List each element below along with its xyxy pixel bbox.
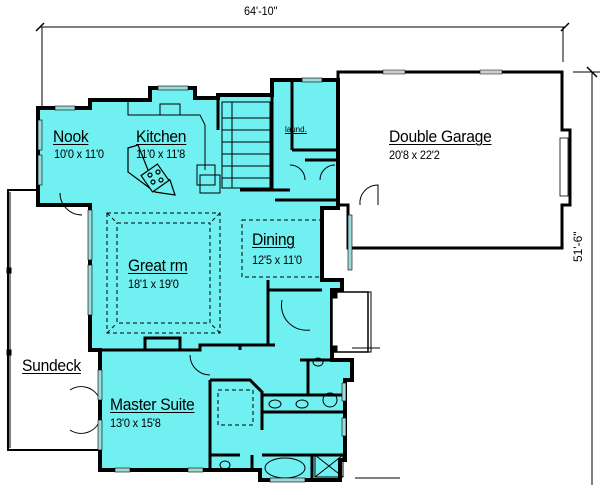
room-name-kitchen: Kitchen (136, 127, 187, 146)
room-name-double-garage: Double Garage (389, 127, 492, 146)
room-size-master-suite: 13'0 x 15'8 (110, 416, 161, 430)
windows (37, 77, 353, 483)
width-dimension: 64'-10" (244, 4, 278, 18)
room-name-master-suite: Master Suite (110, 395, 195, 414)
depth-dimension: 51'-6" (571, 231, 585, 262)
sundeck (6, 189, 100, 451)
room-name-laundry: laund. (285, 125, 307, 134)
room-size-double-garage: 20'8 x 22'2 (389, 148, 440, 162)
room-size-kitchen: 11'0 x 11'8 (136, 147, 186, 161)
kitchen-island (127, 144, 176, 196)
room-name-sundeck: Sundeck (22, 356, 81, 375)
room-name-great-rm: Great rm (128, 256, 188, 275)
room-size-nook: 10'0 x 11'0 (54, 147, 104, 161)
great-room-ceiling (106, 212, 221, 334)
garage (336, 69, 572, 250)
dining-ceiling (241, 219, 323, 278)
dining-bay (331, 291, 372, 353)
kitchen-counters (127, 100, 221, 194)
room-name-dining: Dining (252, 230, 295, 249)
interior-walls (90, 80, 345, 480)
door-swings (59, 164, 379, 434)
stairs (221, 101, 271, 189)
room-size-dining: 12'5 x 11'0 (252, 253, 302, 267)
room-size-great-rm: 18'1 x 19'0 (128, 277, 179, 291)
room-name-nook: Nook (53, 127, 89, 146)
